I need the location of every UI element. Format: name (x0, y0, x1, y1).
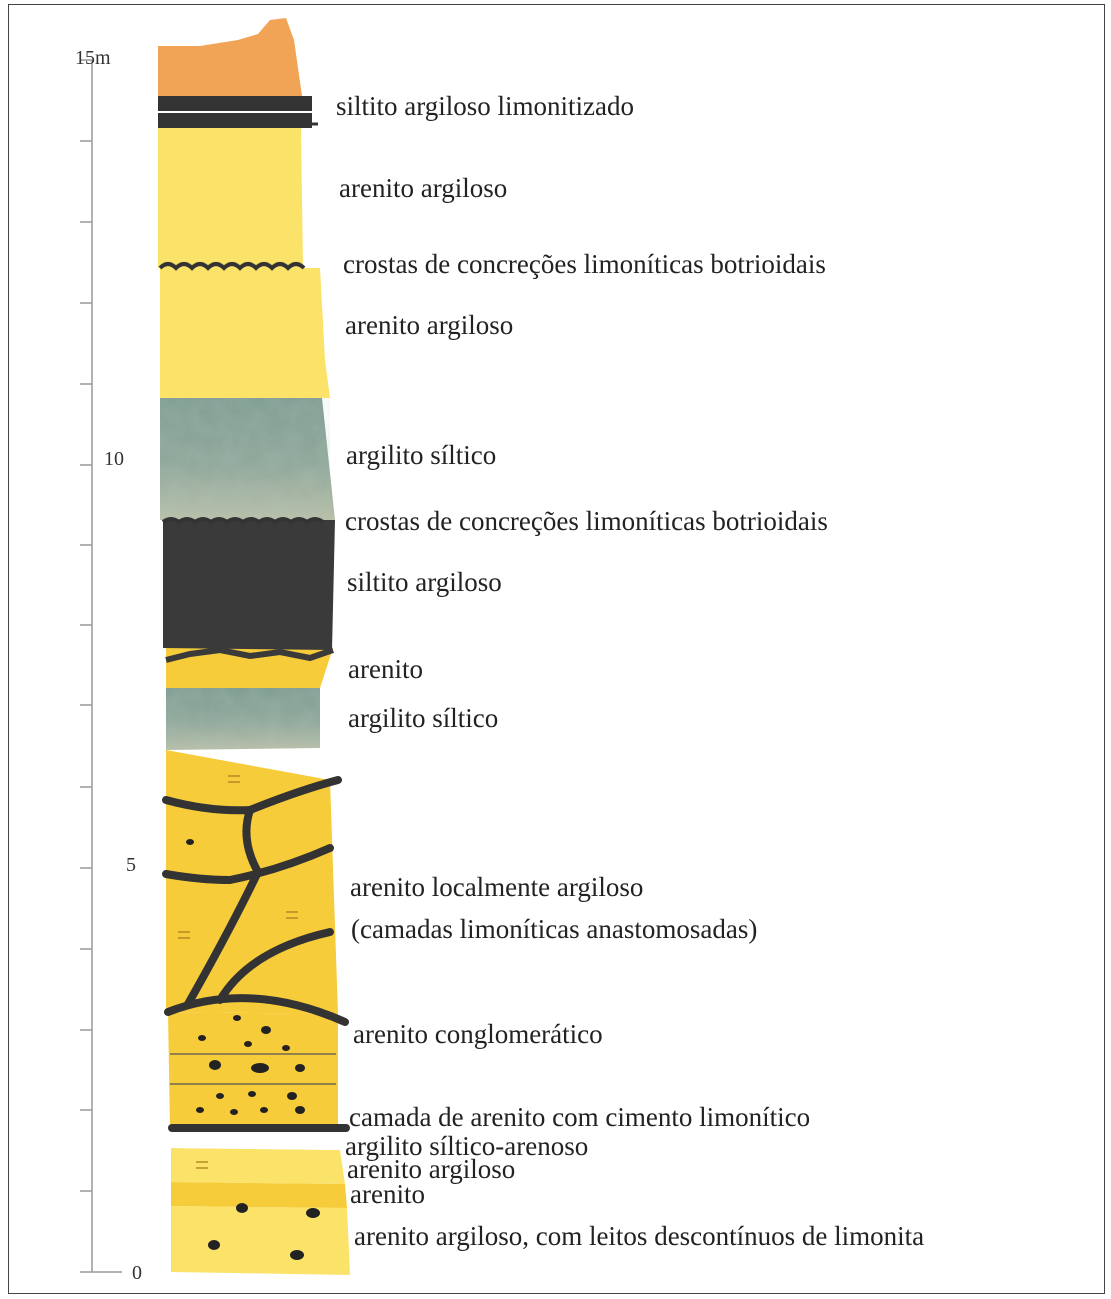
layer-label: arenito (350, 1181, 425, 1208)
scale-label-5: 5 (126, 855, 136, 875)
layer-label: arenito conglomerático (353, 1021, 603, 1048)
layer-label: crostas de concreções limoníticas botrio… (345, 508, 828, 535)
column-layers (158, 18, 350, 1275)
layer-label: crostas de concreções limoníticas botrio… (343, 251, 826, 278)
layer-label: siltito argiloso limonitizado (336, 93, 634, 120)
scale-label-0: 0 (132, 1263, 142, 1283)
scale-label-15m: 15m (75, 48, 111, 68)
layer-label: (camadas limoníticas anastomosadas) (351, 916, 757, 943)
layer-label: arenito argiloso (339, 175, 507, 202)
layer-label: argilito síltico (348, 705, 498, 732)
layer-label: camada de arenito com cimento limonítico (349, 1104, 810, 1131)
layer-label: arenito argiloso, com leitos descontínuo… (354, 1223, 924, 1250)
layer-label: arenito (348, 656, 423, 683)
depth-scale (80, 60, 122, 1272)
layer-label: argilito síltico (346, 442, 496, 469)
scale-label-10: 10 (104, 449, 124, 469)
layer-label: arenito localmente argiloso (350, 874, 643, 901)
layer-label: arenito argiloso (345, 312, 513, 339)
layer-label: siltito argiloso (347, 569, 502, 596)
